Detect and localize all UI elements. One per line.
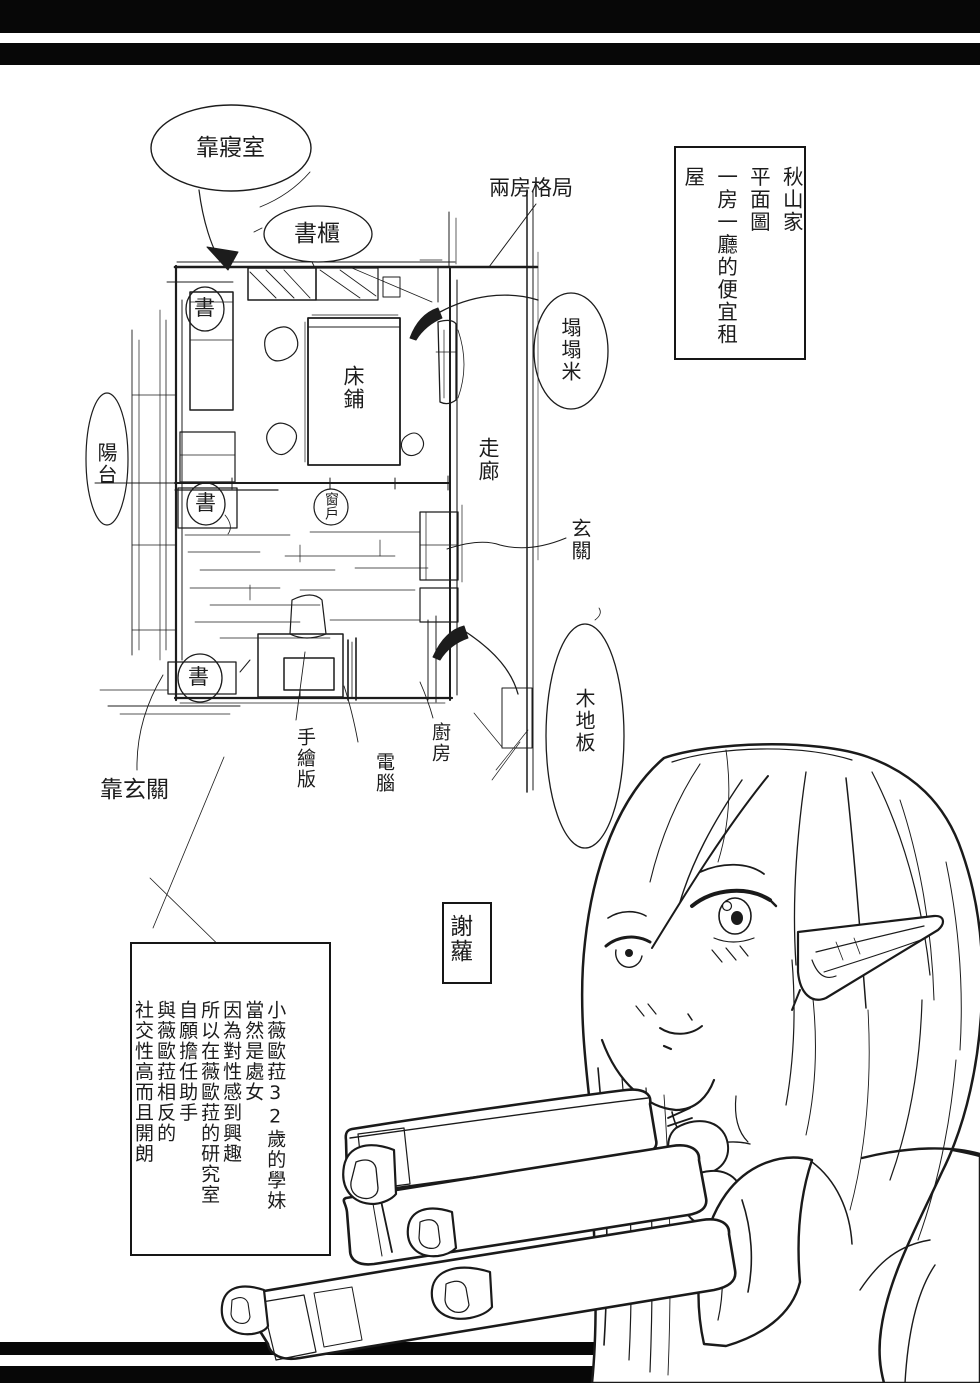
plan-title-col-3: 一房一廳的便宜租屋 bbox=[680, 166, 738, 346]
elf-ear bbox=[796, 914, 944, 1001]
label-window: 窗戶 bbox=[323, 492, 339, 520]
label-near-entrance: 靠玄關 bbox=[100, 777, 169, 803]
profile-line: 小薇歐菈32歲的學妹 bbox=[264, 1000, 287, 1211]
label-tablet: 手繪版 bbox=[294, 727, 316, 790]
balloon-label-near-bedroom: 靠寢室 bbox=[196, 135, 265, 161]
profile-line: 因為對性感到興趣 bbox=[220, 1000, 243, 1164]
plan-title-col-1: 秋山家 bbox=[779, 166, 804, 234]
profile-line: 社交性高而且開朗 bbox=[132, 1000, 155, 1164]
label-book-1: 書 bbox=[194, 296, 215, 320]
label-kitchen: 廚房 bbox=[429, 722, 451, 764]
balloon-label-wood-floor: 木地板 bbox=[572, 688, 596, 754]
balloon-label-bookshelf: 書櫃 bbox=[294, 221, 340, 247]
character-profile-box: 小薇歐菈32歲的學妹 當然是處女 因為對性感到興趣 所以在薇歐菈的研究室 自願擔… bbox=[130, 942, 331, 1256]
label-two-room-layout: 兩房格局 bbox=[489, 176, 573, 200]
balloon-label-balcony: 陽台 bbox=[94, 442, 118, 486]
balloon-label-tatami: 塌塌米 bbox=[558, 317, 582, 383]
name-box: 謝蘿 bbox=[442, 902, 492, 984]
profile-line: 所以在薇歐菈的研究室 bbox=[198, 1000, 221, 1205]
label-book-2: 書 bbox=[195, 491, 216, 515]
label-computer: 電腦 bbox=[373, 752, 395, 794]
plan-title-box: 秋山家 平面圖 一房一廳的便宜租屋 bbox=[674, 146, 806, 360]
fingertips bbox=[220, 1144, 494, 1336]
name-box-text: 謝蘿 bbox=[445, 914, 472, 964]
label-book-3: 書 bbox=[188, 665, 209, 689]
profile-line: 自願擔任助手 bbox=[176, 1000, 199, 1123]
elf-girl-sketch bbox=[220, 743, 980, 1383]
label-entrance: 玄關 bbox=[568, 518, 592, 562]
plan-title-col-2: 平面圖 bbox=[746, 166, 771, 234]
label-corridor: 走廊 bbox=[476, 437, 500, 483]
floor-plan-sketch bbox=[85, 104, 625, 963]
profile-line: 與薇歐菈相反的 bbox=[154, 1000, 177, 1144]
profile-line: 當然是處女 bbox=[242, 1000, 265, 1103]
label-bed: 床鋪 bbox=[341, 365, 365, 411]
